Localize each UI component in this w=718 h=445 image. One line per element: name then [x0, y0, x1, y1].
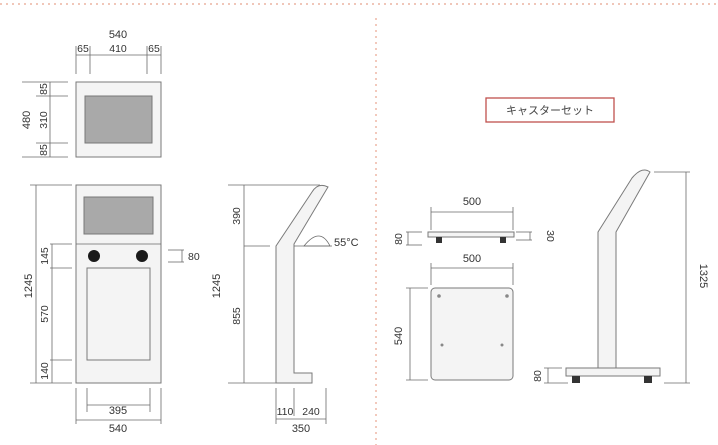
- top-height-label: 480: [21, 111, 33, 129]
- tray-wheel-left: [436, 237, 442, 243]
- left-knob: [88, 250, 100, 262]
- caster-set: キャスターセット 500 80 30 500 540: [393, 97, 709, 384]
- tray-h30-label: 30: [544, 230, 556, 242]
- front-base-395-label: 395: [109, 405, 127, 417]
- angle-arc: [303, 235, 331, 247]
- plate-width-label: 500: [463, 253, 481, 265]
- caster-set-badge: [485, 97, 615, 123]
- front-view: 1245 145 570 140 80 395 540: [23, 184, 200, 435]
- top-h85-label: 85: [38, 83, 50, 95]
- top-seg-left-label: 65: [77, 43, 89, 55]
- bolt-hole: [500, 343, 504, 347]
- stand-wheel-left: [572, 376, 580, 383]
- plate-height-label: 540: [393, 327, 405, 345]
- tray-wheel-right: [500, 237, 506, 243]
- front-h570-label: 570: [39, 305, 51, 323]
- caster-stand-base: [565, 367, 661, 377]
- top-seg-mid-label: 410: [109, 43, 127, 55]
- front-h145-label: 145: [39, 247, 51, 265]
- angle-label: 55°C: [334, 237, 359, 249]
- tray-width-label: 500: [463, 196, 481, 208]
- stand-base-h80-label: 80: [532, 370, 544, 382]
- front-screen: [83, 196, 154, 235]
- stand-total-height-label: 1325: [697, 264, 709, 288]
- bolt-hole: [440, 343, 444, 347]
- side-view: 390 1245 855 55°C 110 240 350: [211, 184, 359, 435]
- side-base-110-label: 110: [277, 406, 294, 418]
- front-h140-label: 140: [39, 362, 51, 380]
- bolt-hole: [505, 294, 509, 298]
- top-h85b-label: 85: [38, 144, 50, 156]
- side-h1245-label: 1245: [211, 274, 223, 298]
- tray-h80-label: 80: [393, 233, 405, 245]
- side-stand: [275, 184, 329, 384]
- knob-dim-label: 80: [188, 251, 200, 263]
- side-base-240-label: 240: [302, 406, 320, 418]
- top-width-label: 540: [109, 29, 127, 41]
- side-h390-label: 390: [231, 207, 243, 225]
- top-view: 540 65 410 65 480 85 310 85: [21, 29, 162, 158]
- caster-tray: [427, 231, 515, 238]
- caster-stand: [597, 169, 651, 369]
- caster-set-label: キャスターセット: [506, 104, 594, 117]
- side-base-350-label: 350: [292, 423, 310, 435]
- top-screen: [84, 95, 153, 144]
- front-height-label: 1245: [23, 274, 35, 298]
- top-seg-right-label: 65: [148, 43, 160, 55]
- caster-plate: [430, 287, 514, 381]
- bolt-hole: [437, 294, 441, 298]
- stand-wheel-right: [644, 376, 652, 383]
- front-total-540-label: 540: [109, 423, 127, 435]
- side-h855-label: 855: [231, 307, 243, 325]
- right-knob: [136, 250, 148, 262]
- top-h310-label: 310: [38, 111, 50, 129]
- front-door: [86, 267, 151, 361]
